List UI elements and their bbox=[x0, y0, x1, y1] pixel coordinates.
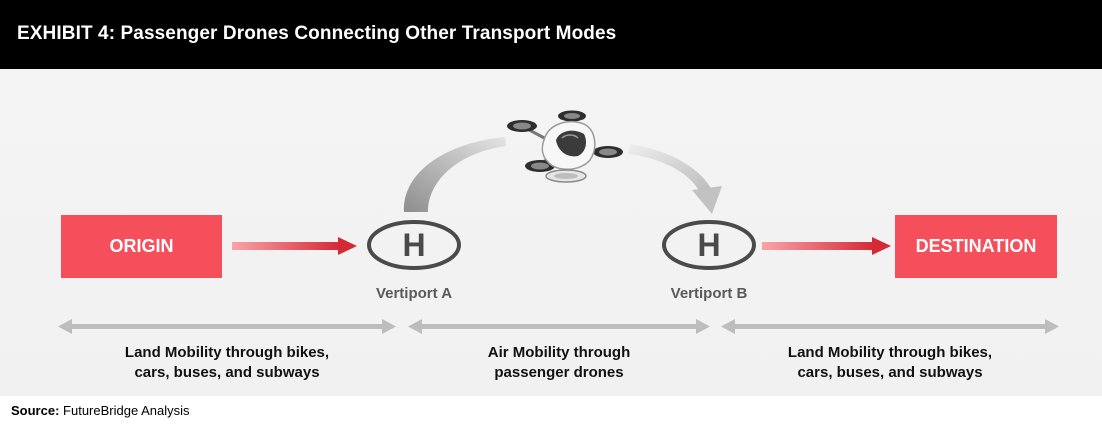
vertiport-a-helipad-icon: H bbox=[367, 220, 461, 270]
land-mobility-origin-line2: cars, buses, and subways bbox=[134, 364, 320, 381]
flight-arc-left bbox=[403, 137, 506, 212]
air-mobility-line1: Air Mobility through bbox=[487, 344, 631, 361]
exhibit-title: EXHIBIT 4: Passenger Drones Connecting O… bbox=[17, 23, 617, 44]
flight-arc-right bbox=[628, 144, 722, 214]
vertiport-b-to-destination-arrow bbox=[762, 237, 891, 255]
span-arrow-right bbox=[721, 319, 1059, 334]
air-mobility-line2: passenger drones bbox=[494, 364, 624, 381]
land-mobility-origin-label: Land Mobility through bikes, cars, buses… bbox=[77, 343, 377, 383]
source-text: FutureBridge Analysis bbox=[63, 403, 190, 418]
land-mobility-destination-line2: cars, buses, and subways bbox=[797, 364, 983, 381]
vertiport-b-symbol: H bbox=[697, 227, 720, 263]
vertiport-a-symbol: H bbox=[402, 227, 425, 263]
vertiport-b-helipad-icon: H bbox=[662, 220, 756, 270]
origin-box: ORIGIN bbox=[61, 215, 222, 278]
source-note: Source: FutureBridge Analysis bbox=[11, 403, 189, 418]
air-mobility-label: Air Mobility through passenger drones bbox=[409, 343, 709, 383]
passenger-drone-icon bbox=[507, 110, 623, 183]
land-mobility-destination-label: Land Mobility through bikes, cars, buses… bbox=[740, 343, 1040, 383]
source-label: Source: bbox=[11, 403, 60, 418]
land-mobility-destination-line1: Land Mobility through bikes, bbox=[787, 344, 993, 361]
vertiport-a-label: Vertiport A bbox=[375, 285, 453, 302]
exhibit-header: EXHIBIT 4: Passenger Drones Connecting O… bbox=[0, 0, 1102, 69]
vertiport-b-label: Vertiport B bbox=[670, 285, 748, 302]
span-arrow-middle bbox=[408, 319, 710, 334]
destination-box: DESTINATION bbox=[895, 215, 1057, 278]
span-arrow-left bbox=[58, 319, 396, 334]
origin-to-vertiport-a-arrow bbox=[232, 237, 357, 255]
land-mobility-origin-line1: Land Mobility through bikes, bbox=[124, 344, 330, 361]
